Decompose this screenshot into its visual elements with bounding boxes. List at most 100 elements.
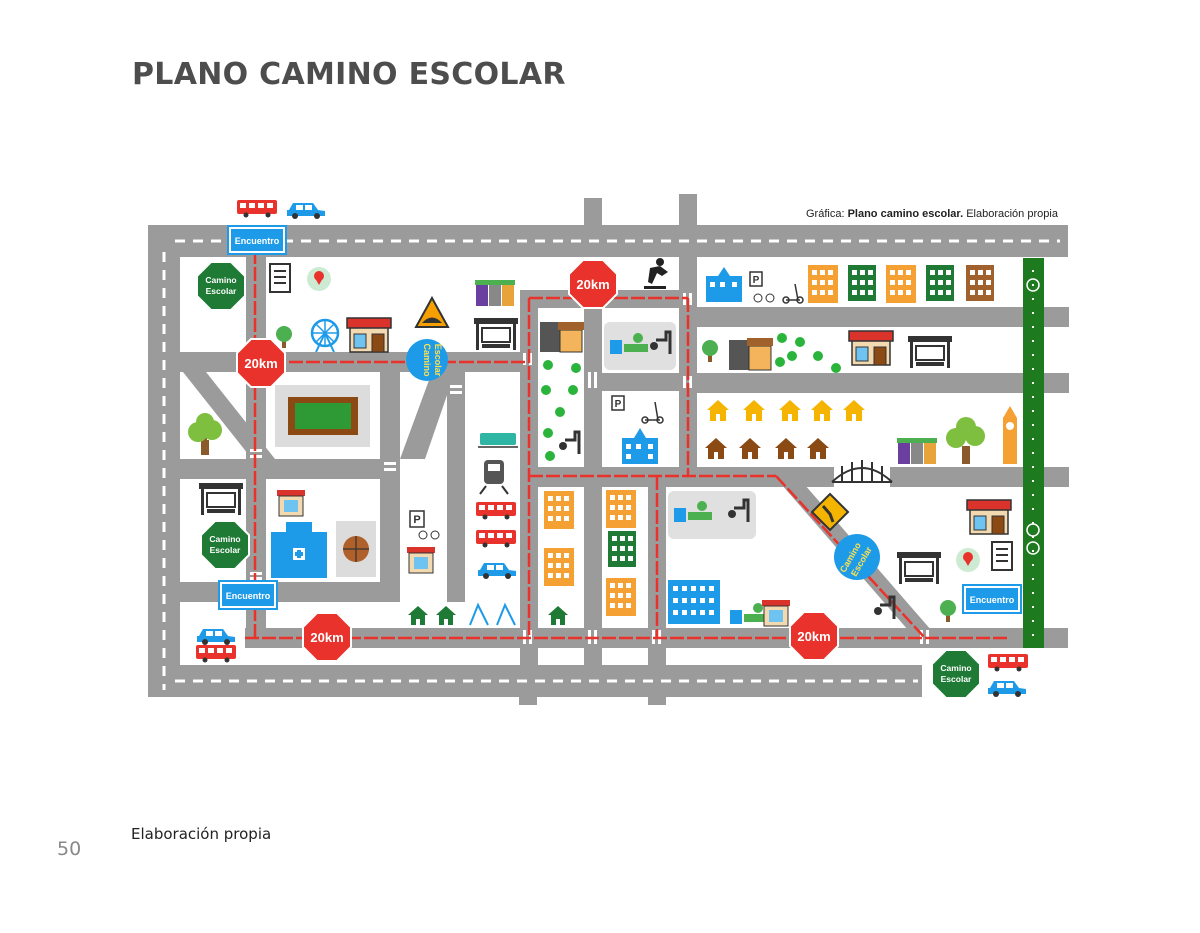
apartment-building-icon xyxy=(544,491,574,529)
school-sign-text-1: Camino xyxy=(209,534,240,544)
page-number: 50 xyxy=(57,838,82,860)
bus-icon xyxy=(237,200,277,218)
meeting-point-text: Encuentro xyxy=(226,591,271,601)
house-icon xyxy=(843,400,865,421)
basketball-court-icon xyxy=(336,521,376,577)
slide-icon xyxy=(469,602,516,626)
school-sign-text-1: Camino xyxy=(205,275,236,285)
figure-caption: Elaboración propia xyxy=(131,825,272,843)
school-path-bubble xyxy=(834,534,880,580)
caution-sign xyxy=(810,492,850,532)
stadium xyxy=(275,385,370,447)
bus-icon xyxy=(476,502,516,520)
clock-tower-icon xyxy=(1003,406,1017,464)
meeting-point-text: Encuentro xyxy=(235,236,280,246)
parking-sign-icon: P xyxy=(409,510,440,540)
bus-icon xyxy=(988,654,1028,672)
apartment-building-icon xyxy=(606,490,636,528)
recycling-bins-icon xyxy=(897,438,937,464)
shop-small-icon xyxy=(407,547,435,574)
school-path-bubble xyxy=(406,339,448,381)
tree-icon xyxy=(276,326,292,348)
apartment-building-icon xyxy=(606,578,636,616)
bike-lane xyxy=(1023,258,1044,648)
car-icon xyxy=(988,681,1026,697)
ferris-wheel-icon xyxy=(310,318,340,353)
bridge xyxy=(831,460,893,483)
speed-limit-text: 20km xyxy=(576,277,609,292)
market-stall-icon xyxy=(540,322,584,353)
school-sign-text-2: Escolar xyxy=(210,545,241,555)
park-trees xyxy=(775,333,841,373)
tree-icon xyxy=(188,413,222,455)
house-icon xyxy=(705,438,727,459)
svg-text:P: P xyxy=(753,275,760,286)
apartment-building-icon xyxy=(544,548,574,586)
apartment-building-icon xyxy=(848,265,876,301)
tree-icon xyxy=(702,340,718,362)
speed-limit-text: 20km xyxy=(310,630,343,645)
parking-sign-icon: P xyxy=(749,271,775,303)
shop-icon xyxy=(848,330,894,366)
page-title: PLANO CAMINO ESCOLAR xyxy=(132,57,566,92)
apartment-building-icon xyxy=(886,265,916,303)
bus-icon xyxy=(476,530,516,548)
speed-limit-text: 20km xyxy=(244,356,277,371)
info-board-icon xyxy=(269,263,291,293)
house-icon xyxy=(779,400,801,421)
playground-panel xyxy=(604,322,676,370)
apartment-building-icon xyxy=(808,265,838,303)
house-icon xyxy=(548,606,568,625)
speed-bump-sign xyxy=(414,295,450,328)
school-building-icon xyxy=(622,428,658,464)
speed-limit-text: 20km xyxy=(797,629,830,644)
house-icon xyxy=(408,606,428,625)
svg-text:P: P xyxy=(413,514,420,526)
school-sign-text-2: Escolar xyxy=(941,674,972,684)
shop-icon xyxy=(966,499,1012,535)
house-icon xyxy=(807,438,829,459)
shop-small-icon xyxy=(762,600,790,627)
info-board-icon xyxy=(991,541,1013,571)
bench-icon xyxy=(730,603,768,624)
tree-icon xyxy=(946,417,985,464)
market-stall-icon xyxy=(729,338,773,371)
skateboarder-icon xyxy=(644,258,668,289)
car-icon xyxy=(197,629,235,645)
parking-sign-icon: P xyxy=(611,395,625,411)
meeting-point-text: Encuentro xyxy=(970,595,1015,605)
bus-stop-icon xyxy=(907,335,953,369)
hospital-icon xyxy=(271,522,327,578)
school-building-icon xyxy=(706,267,742,302)
school-bubble-text-2: Escolar xyxy=(433,344,443,377)
bus-stop-icon xyxy=(896,551,942,585)
school-sign-text-2: Escolar xyxy=(206,286,237,296)
shop-icon xyxy=(346,317,392,353)
house-icon xyxy=(811,400,833,421)
school-sign-text-1: Camino xyxy=(940,663,971,673)
bus-icon xyxy=(196,645,236,663)
bus-stop-icon xyxy=(473,317,519,351)
recycling-bins-icon xyxy=(475,280,515,306)
scooter-icon xyxy=(782,283,804,304)
apartment-building-icon xyxy=(926,265,954,301)
office-building-icon xyxy=(668,580,720,624)
car-icon xyxy=(287,203,325,219)
map-credit: Gráfica: Plano camino escolar. Elaboraci… xyxy=(806,208,1059,220)
map-pin-icon xyxy=(307,267,331,291)
map-pin-icon xyxy=(956,548,980,572)
house-icon xyxy=(436,606,456,625)
svg-text:P: P xyxy=(615,399,622,410)
water-fountain-icon xyxy=(557,430,581,456)
house-icon xyxy=(739,438,761,459)
park-trees xyxy=(541,360,581,461)
car-icon xyxy=(478,563,516,579)
school-bubble-text-1: Camino xyxy=(422,343,432,377)
apartment-building-icon xyxy=(608,531,636,567)
bus-stop-icon xyxy=(198,482,244,516)
train-icon xyxy=(479,460,509,495)
lane-markings xyxy=(162,239,1060,690)
playground-panel xyxy=(668,491,756,539)
house-icon xyxy=(707,400,729,421)
